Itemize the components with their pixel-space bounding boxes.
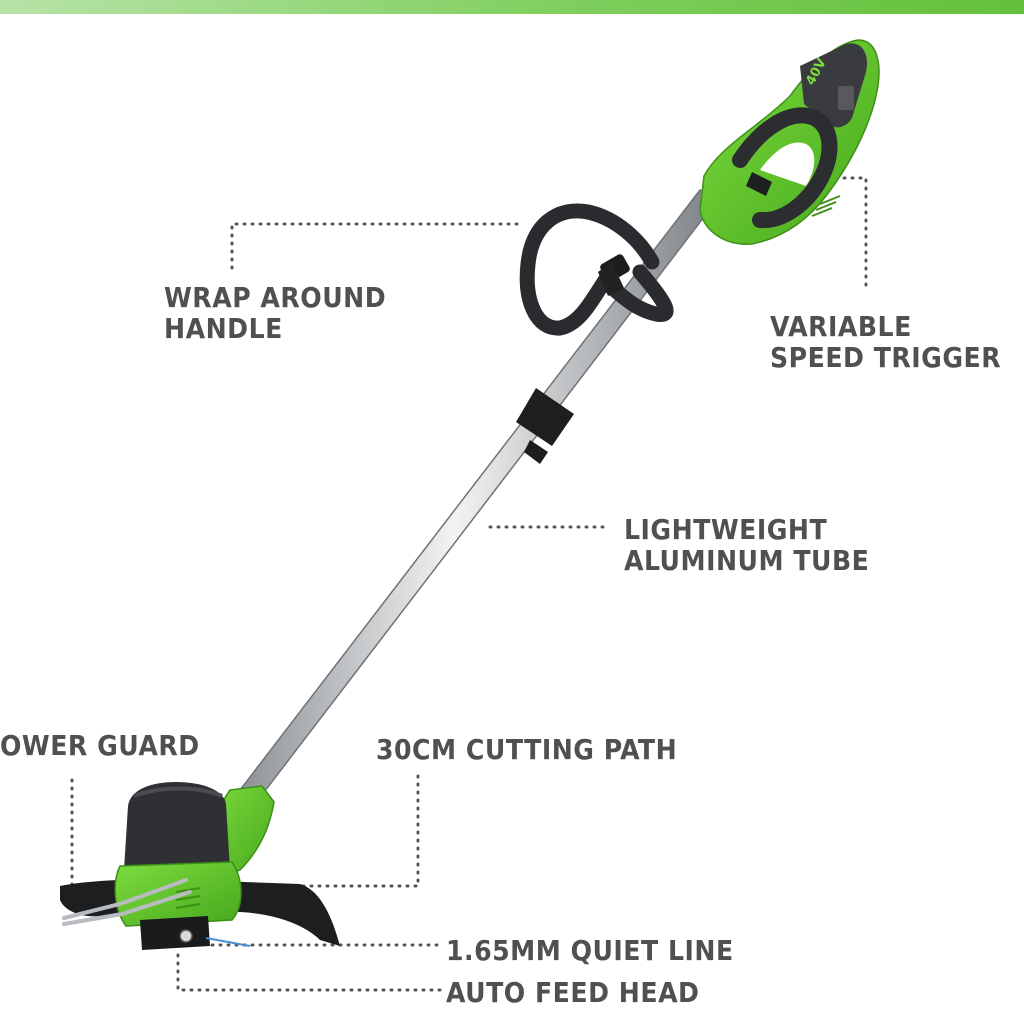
- edging-wire-guard: [62, 878, 192, 926]
- leader-feed-head: [176, 953, 442, 992]
- callout-auto-feed-head: AUTO FEED HEAD: [446, 977, 699, 1008]
- tube-collar: [516, 388, 574, 464]
- callout-quiet-line-text: 1.65MM QUIET LINE: [446, 934, 734, 967]
- callout-cutting-path: 30CM CUTTING PATH: [376, 734, 677, 765]
- callout-guard: OWER GUARD: [0, 730, 200, 761]
- callout-trigger-line2: SPEED TRIGGER: [770, 341, 1002, 374]
- top-accent-bar: [0, 0, 1024, 14]
- callout-trigger-line1: VARIABLE: [770, 310, 912, 343]
- callout-wrap-around-handle-line1: WRAP AROUND: [164, 281, 387, 314]
- auto-feed-head-spool: [140, 916, 251, 950]
- leader-wrap-handle: [230, 222, 524, 270]
- callout-tube-line2: ALUMINUM TUBE: [624, 544, 870, 577]
- callout-wrap-around-handle-line2: HANDLE: [164, 312, 283, 345]
- callout-quiet-line: 1.65MM QUIET LINE: [446, 935, 734, 966]
- motor-head: [114, 782, 242, 927]
- callout-aluminum-tube: LIGHTWEIGHT ALUMINUM TUBE: [624, 514, 869, 576]
- callout-tube-line1: LIGHTWEIGHT: [624, 513, 828, 546]
- callout-variable-speed-trigger: VARIABLE SPEED TRIGGER: [770, 311, 1001, 373]
- speed-trigger: [746, 172, 772, 196]
- callout-cutting-path-text: 30CM CUTTING PATH: [376, 733, 678, 766]
- callout-guard-text: OWER GUARD: [0, 729, 200, 762]
- wrap-around-handle: [519, 203, 674, 336]
- trigger-handle-housing: 40V: [699, 39, 880, 245]
- callout-auto-feed-head-text: AUTO FEED HEAD: [446, 976, 700, 1009]
- callout-wrap-around-handle: WRAP AROUND HANDLE: [164, 282, 386, 344]
- leader-cutting-path: [298, 774, 420, 888]
